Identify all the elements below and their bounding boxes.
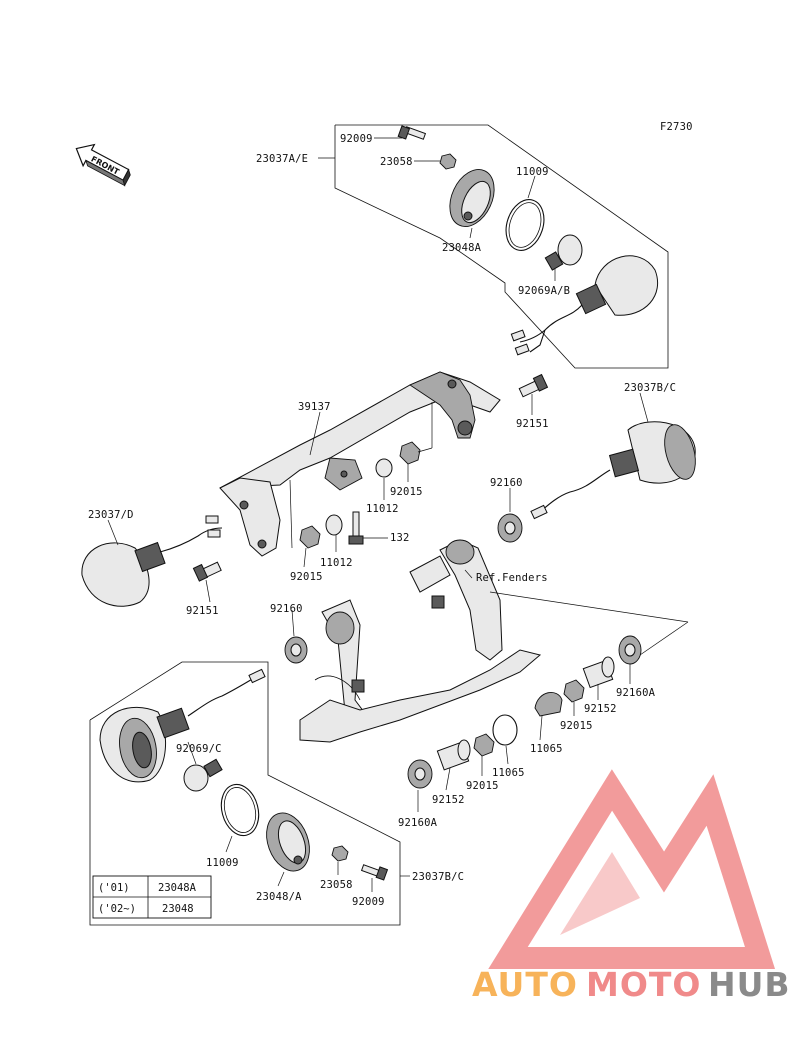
- callout-92152-right: 92152: [584, 703, 617, 715]
- callout-92151-left: 92151: [186, 605, 219, 617]
- spec-table: ('01) 23048A ('02~) 23048: [92, 875, 212, 919]
- oring-11065: [492, 714, 518, 746]
- callout-11009-bottom: 11009: [206, 857, 239, 869]
- collar-11012-b: [325, 514, 343, 536]
- callout-92009-top: 92009: [340, 133, 373, 145]
- spec-row-2-year: ('02~): [98, 903, 136, 915]
- callout-92015-d: 92015: [466, 780, 499, 792]
- grommet-92160-a: [497, 513, 523, 543]
- callout-23037D: 23037/D: [88, 509, 134, 521]
- callout-92160-b: 92160: [270, 603, 303, 615]
- turn-signal-left-housing: [81, 515, 223, 607]
- bulb-92069AB: [544, 234, 583, 271]
- collar-11012-a: [375, 458, 393, 478]
- collar-92152-right: [582, 656, 615, 689]
- callout-ref-fenders: Ref.Fenders: [476, 572, 548, 584]
- nut-23058-top: [439, 153, 457, 170]
- oring-11009-bottom: [220, 783, 260, 837]
- figure-code: F2730: [660, 121, 693, 133]
- nut-92015-b: [299, 525, 321, 549]
- callout-23048A-bottom: 23048/A: [256, 891, 302, 903]
- callout-23048A-top: 23048A: [442, 242, 482, 254]
- callout-23037BC-top: 23037B/C: [624, 382, 676, 394]
- leader-lines: [107, 137, 689, 892]
- nut-23058-bottom: [331, 845, 349, 862]
- spec-row-1-part: 23048A: [158, 882, 197, 894]
- callout-132: 132: [390, 532, 410, 544]
- lens-23048A-bottom: [266, 812, 310, 872]
- nut-92015-c: [563, 679, 585, 703]
- callout-92152-left: 92152: [432, 794, 465, 806]
- bolt-92151-right: [518, 373, 549, 398]
- callout-92009-bottom: 92009: [352, 896, 385, 908]
- grommet-92160-b: [284, 636, 308, 664]
- screw-92009-bottom: [360, 864, 389, 881]
- callout-92160A-left: 92160A: [398, 817, 438, 829]
- callout-39137: 39137: [298, 401, 331, 413]
- callout-11009-top: 11009: [516, 166, 549, 178]
- watermark-logo: [488, 769, 776, 969]
- callout-23037BC-bottom: 23037B/C: [412, 871, 464, 883]
- watermark-text-hub: HUB: [708, 965, 791, 1004]
- turn-signal-bottom-housing: [99, 668, 266, 783]
- lens-23048A-top: [449, 169, 495, 227]
- top-assembly-boundary: [334, 124, 669, 369]
- callout-23058-top: 23058: [380, 156, 413, 168]
- turn-signal-top-housing: [510, 255, 659, 356]
- callout-92069C: 92069/C: [176, 743, 222, 755]
- callout-23037AE: 23037A/E: [256, 153, 308, 165]
- cap-11065: [534, 692, 563, 717]
- callout-92160A-right: 92160A: [616, 687, 656, 699]
- screw-92009-top: [397, 125, 427, 140]
- signal-bracket-39137: [219, 371, 501, 557]
- callout-11012-a: 11012: [366, 503, 399, 515]
- callout-11065: 11065: [492, 767, 525, 779]
- callout-11065-b: 11065: [530, 743, 563, 755]
- turn-signal-right-housing: [530, 421, 696, 520]
- bottom-assembly-boundary: [89, 661, 401, 926]
- callout-11012-b: 11012: [320, 557, 353, 569]
- front-arrow-icon: FRONT: [75, 143, 131, 187]
- bolt-92151-left: [192, 561, 222, 582]
- oring-11009-top: [505, 199, 545, 251]
- callout-92151-right: 92151: [516, 418, 549, 430]
- fender-stay-frame: [299, 539, 542, 743]
- grommet-92160A-right: [618, 635, 642, 665]
- nut-92015-d: [473, 733, 495, 757]
- spec-row-2-part: 23048: [162, 903, 194, 915]
- bolt-132: [348, 511, 364, 545]
- callout-23058-bottom: 23058: [320, 879, 353, 891]
- callout-92015-b: 92015: [290, 571, 323, 583]
- nut-92015-a: [399, 441, 421, 465]
- spec-row-1-year: ('01): [98, 882, 130, 894]
- callout-92015-a: 92015: [390, 486, 423, 498]
- callout-92160-a: 92160: [490, 477, 523, 489]
- callout-92069AB: 92069A/B: [518, 285, 570, 297]
- watermark-text-auto: AUTO: [472, 965, 578, 1004]
- collar-92152-left: [436, 739, 471, 771]
- grommet-92160A-left: [407, 759, 433, 789]
- callout-92015-c: 92015: [560, 720, 593, 732]
- bulb-92069C: [183, 758, 223, 792]
- watermark-text-moto: MOTO: [586, 965, 701, 1004]
